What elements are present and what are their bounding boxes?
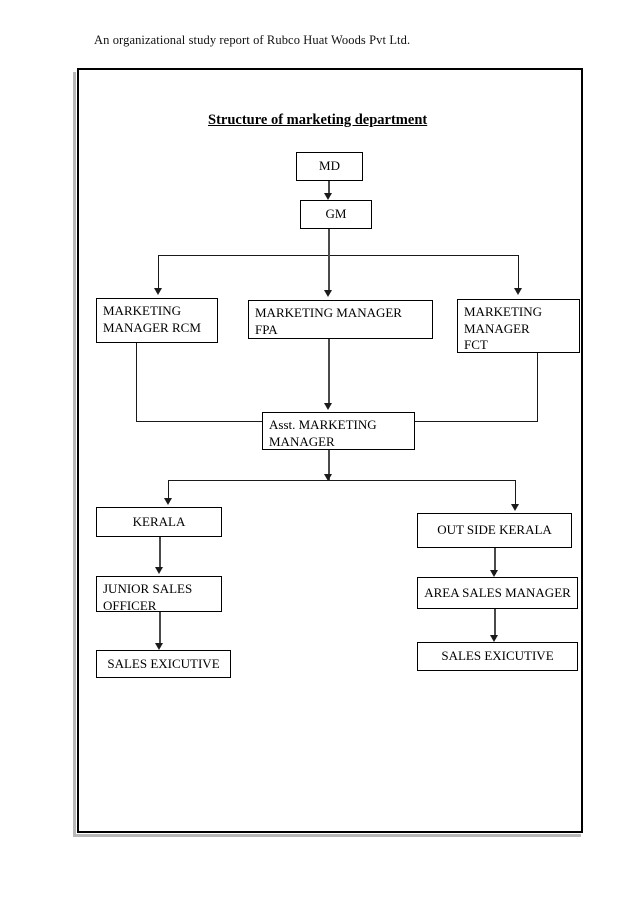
connector-asst-bus [168, 480, 516, 482]
node-kerala[interactable]: KERALA [96, 507, 222, 537]
connector-bus-to-outside-kerala [515, 480, 517, 506]
node-marketing-manager-fct-label: MARKETING MANAGER FCT [464, 304, 542, 353]
node-marketing-manager-rcm-label: MARKETING MANAGER RCM [103, 303, 201, 335]
connector-bus-to-rcm [158, 255, 160, 291]
arrowhead-bus-to-kerala [164, 498, 172, 505]
node-marketing-manager-fpa[interactable]: MARKETING MANAGER FPA [248, 300, 433, 339]
arrowhead-bus-to-rcm [154, 288, 162, 295]
node-area-sales-manager-label: AREA SALES MANAGER [424, 584, 571, 600]
connector-asm-to-sales-exicutive [494, 609, 496, 639]
connector-kerala-to-jso [159, 537, 161, 570]
node-md-label: MD [319, 158, 340, 174]
node-sales-exicutive-left-label: SALES EXICUTIVE [107, 655, 220, 671]
arrowhead-asst-dropline [324, 474, 332, 481]
connector-gm-bus [158, 255, 519, 257]
page-frame-shadow [73, 72, 581, 837]
arrowhead-fpa-to-asst [324, 403, 332, 410]
connector-asst-dropline [328, 450, 330, 481]
arrowhead-outside-to-asm [490, 570, 498, 577]
connector-bus-to-kerala [168, 480, 170, 500]
node-area-sales-manager[interactable]: AREA SALES MANAGER [417, 577, 578, 609]
node-junior-sales-officer-label: JUNIOR SALES OFFICER [103, 581, 193, 613]
node-sales-exicutive-right[interactable]: SALES EXICUTIVE [417, 642, 578, 671]
node-sales-exicutive-right-label: SALES EXICUTIVE [441, 648, 554, 664]
node-asst-marketing-manager[interactable]: Asst. MARKETING MANAGER [262, 412, 415, 450]
page-header-text: An organizational study report of Rubco … [94, 33, 411, 47]
node-asst-marketing-manager-label: Asst. MARKETING MANAGER [269, 417, 377, 449]
connector-fct-dropline [537, 353, 539, 422]
connector-rcm-to-asst [136, 421, 263, 423]
node-gm-label: GM [325, 206, 347, 222]
connector-outside-to-asm [494, 548, 496, 574]
node-junior-sales-officer[interactable]: JUNIOR SALES OFFICER [96, 576, 222, 613]
page-frame-border [77, 68, 583, 833]
connector-jso-to-sales-exicutive [159, 612, 161, 646]
connector-gm-dropline [328, 229, 330, 256]
node-gm[interactable]: GM [300, 200, 372, 229]
connector-fpa-to-asst [328, 339, 330, 406]
arrowhead-md-to-gm [324, 193, 332, 200]
node-marketing-manager-fct[interactable]: MARKETING MANAGER FCT [457, 299, 580, 353]
node-out-side-kerala-label: OUT SIDE KERALA [437, 522, 552, 538]
node-out-side-kerala[interactable]: OUT SIDE KERALA [417, 513, 572, 548]
connector-bus-to-fpa [328, 255, 330, 293]
arrowhead-bus-to-outside-kerala [511, 504, 519, 511]
connector-bus-to-fct [518, 255, 520, 290]
arrowhead-kerala-to-jso [155, 567, 163, 574]
arrowhead-asm-to-sales-exicutive [490, 635, 498, 642]
chart-title: Structure of marketing department [208, 112, 428, 128]
node-marketing-manager-rcm[interactable]: MARKETING MANAGER RCM [96, 298, 218, 343]
connector-rcm-dropline [136, 343, 138, 422]
node-marketing-manager-fpa-label: MARKETING MANAGER FPA [255, 305, 402, 337]
arrowhead-bus-to-fpa [324, 290, 332, 297]
connector-fct-to-asst [414, 421, 538, 423]
node-kerala-label: KERALA [132, 513, 186, 529]
arrowhead-bus-to-fct [514, 288, 522, 295]
node-md[interactable]: MD [296, 152, 363, 181]
connector-md-to-gm [328, 181, 330, 195]
arrowhead-jso-to-sales-exicutive [155, 643, 163, 650]
node-sales-exicutive-left[interactable]: SALES EXICUTIVE [96, 650, 231, 678]
